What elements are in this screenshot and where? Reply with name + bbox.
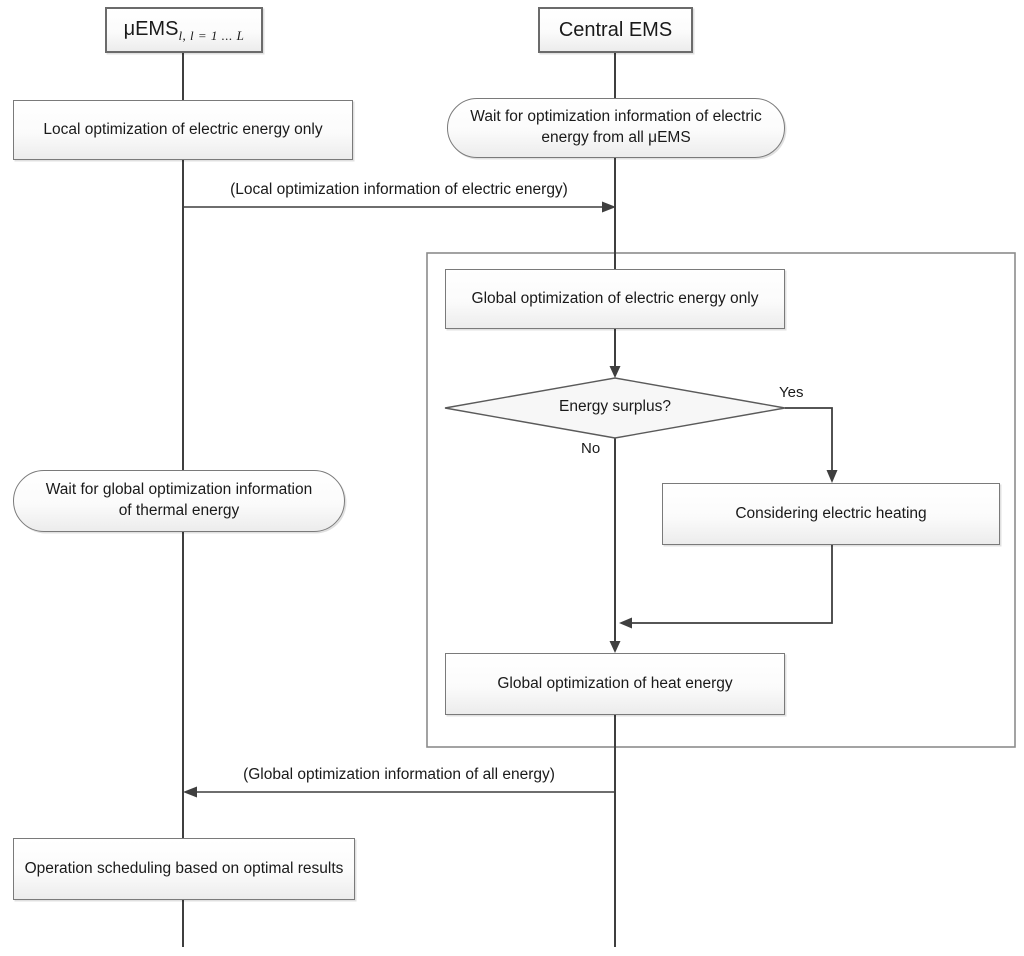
actor-central-ems: Central EMS <box>538 7 693 53</box>
node-operation-scheduling-label: Operation scheduling based on optimal re… <box>24 859 344 877</box>
node-local-optimization: Local optimization of electric energy on… <box>13 100 353 160</box>
actor-central-ems-label: Central EMS <box>558 18 673 41</box>
node-global-heat-label: Global optimization of heat energy <box>497 674 733 692</box>
node-global-heat: Global optimization of heat energy <box>445 653 785 715</box>
node-wait-thermal-label: Wait for global optimization information… <box>45 481 313 519</box>
node-operation-scheduling: Operation scheduling based on optimal re… <box>13 838 355 900</box>
decision-label: Energy surplus? <box>558 398 671 415</box>
arrowhead-down-into-diamond <box>609 366 621 378</box>
node-local-optimization-label: Local optimization of electric energy on… <box>43 120 323 138</box>
node-wait-thermal: Wait for global optimization information… <box>13 470 345 532</box>
arrowhead-left <box>183 786 197 798</box>
arrowhead-left-merge <box>619 617 632 629</box>
merge-line <box>632 545 833 624</box>
flowchart-container-frame <box>426 252 1016 748</box>
yes-branch-line <box>785 407 833 470</box>
node-considering-electric-heating: Considering electric heating <box>662 483 1000 545</box>
arrowhead-right <box>602 201 616 213</box>
node-considering-electric-heating-label: Considering electric heating <box>735 504 927 522</box>
arrowhead-down-into-heat <box>609 641 621 653</box>
branch-label-no: No <box>581 440 601 457</box>
node-wait-electric-label: Wait for optimization information of ele… <box>470 108 762 146</box>
branch-label-yes: Yes <box>779 384 804 401</box>
actor-uems-subscript: l, l = 1 ... L <box>178 27 245 43</box>
message-label-global: (Global optimization information of all … <box>243 766 555 783</box>
node-global-electric-label: Global optimization of electric energy o… <box>471 289 759 307</box>
actor-uems: μEMSl, l = 1 ... L <box>105 7 263 53</box>
message-label-local: (Local optimization information of elect… <box>230 181 568 198</box>
arrowhead-down-into-considering <box>826 470 838 483</box>
node-wait-electric: Wait for optimization information of ele… <box>447 98 785 158</box>
node-global-electric: Global optimization of electric energy o… <box>445 269 785 329</box>
actor-uems-label: μEMSl, l = 1 ... L <box>123 17 245 43</box>
